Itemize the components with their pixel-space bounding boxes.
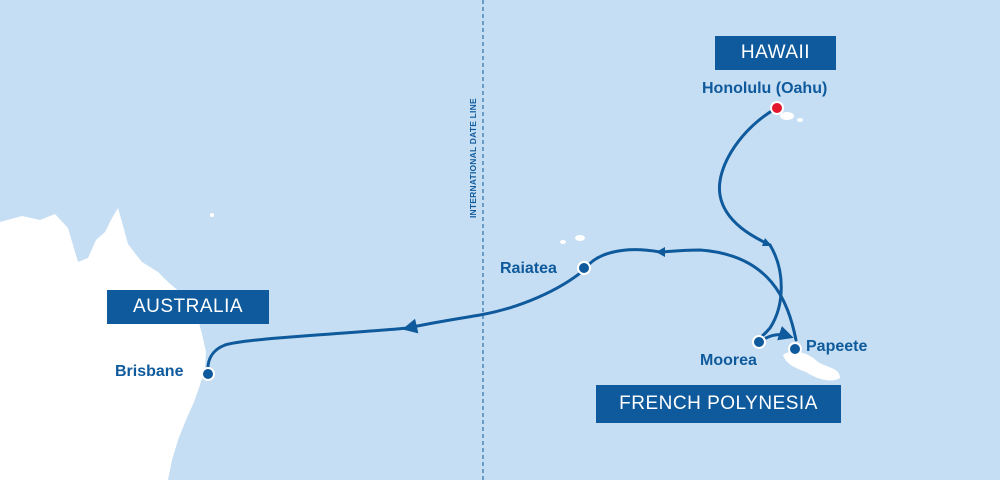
honolulu-marker [770, 101, 784, 115]
papeete-marker [788, 342, 802, 356]
route-brisbane-approach [206, 326, 410, 374]
port-markers [201, 101, 802, 381]
hawaii-islands [780, 112, 803, 122]
port-label-papeete: Papeete [806, 338, 868, 355]
region-label-french-polynesia: FRENCH POLYNESIA [596, 385, 841, 423]
route-arrow-west [656, 247, 665, 257]
australia-landmass [0, 208, 206, 480]
region-label-australia: AUSTRALIA [107, 290, 269, 324]
route-honolulu-to-papeete-2 [758, 243, 783, 340]
region-label-hawaii: HAWAII [715, 36, 836, 70]
coral-island [210, 213, 214, 217]
port-label-honolulu: Honolulu (Oahu) [702, 80, 828, 97]
route-honolulu-to-papeete [717, 106, 779, 247]
route-papeete-to-raiatea [658, 248, 798, 342]
raiatea-marker [577, 261, 591, 275]
port-label-brisbane: Brisbane [115, 363, 184, 380]
route-arrow-south [762, 238, 772, 246]
route-raiatea-to-brisbane [402, 268, 586, 334]
port-label-moorea: Moorea [700, 352, 757, 369]
dateline-label: INTERNATIONAL DATE LINE [468, 98, 478, 218]
moorea-marker [752, 335, 766, 349]
route-moorea-to-papeete [764, 326, 794, 341]
brisbane-marker [201, 367, 215, 381]
port-label-raiatea: Raiatea [500, 260, 557, 277]
